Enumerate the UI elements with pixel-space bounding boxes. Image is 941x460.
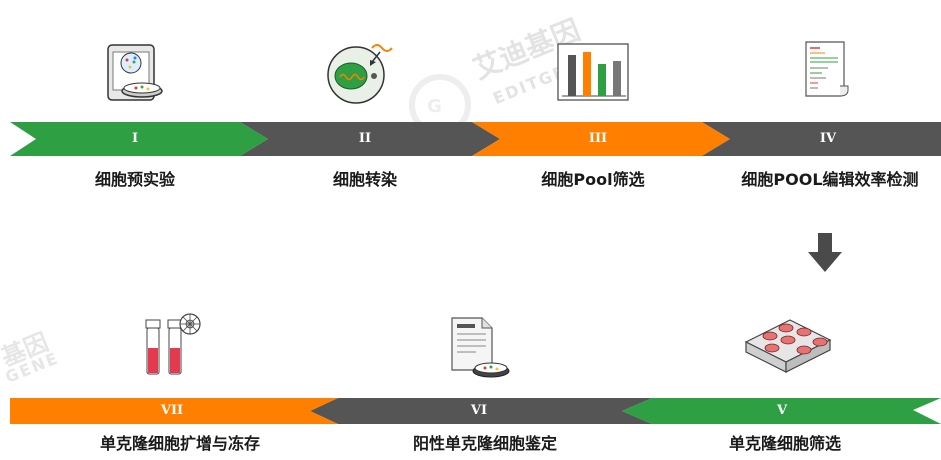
step-7-numeral: VII <box>160 403 184 418</box>
cryo-vials-icon <box>145 313 201 375</box>
step-4-chevron <box>702 122 941 156</box>
step-1-chevron <box>10 122 268 156</box>
step-3-chevron <box>472 122 730 156</box>
step-1-numeral: I <box>131 131 139 146</box>
step-4-numeral: IV <box>819 131 837 146</box>
step-1-caption: 细胞预实验 <box>94 170 175 189</box>
step-7-caption: 单克隆细胞扩增与冻存 <box>99 434 260 453</box>
step-6-caption: 阳性单克隆细胞鉴定 <box>412 434 557 453</box>
document-petri-dish-icon <box>451 317 510 378</box>
tablet-petri-dish-icon <box>107 44 163 101</box>
down-arrow-icon <box>808 233 842 272</box>
step-2-numeral: II <box>358 131 372 146</box>
step-5-numeral: V <box>776 403 788 418</box>
step-5-caption: 单克隆细胞筛选 <box>728 434 841 453</box>
step-2-caption: 细胞转染 <box>332 170 397 189</box>
step-2-chevron <box>240 122 500 156</box>
step-5-chevron <box>622 398 941 424</box>
step-6-chevron <box>310 398 652 424</box>
well-plate-icon <box>744 319 832 373</box>
step-4-caption: 细胞POOL编辑效率检测 <box>741 170 919 189</box>
bar-chart-icon <box>557 43 629 101</box>
step-3-numeral: III <box>588 131 608 146</box>
step-7-chevron <box>10 398 338 424</box>
step-6-numeral: VI <box>470 403 488 418</box>
step-3-caption: 细胞Pool筛选 <box>541 170 645 189</box>
svg-text:G: G <box>427 96 442 117</box>
cell-transfection-icon <box>327 44 393 104</box>
report-document-icon <box>805 41 849 97</box>
